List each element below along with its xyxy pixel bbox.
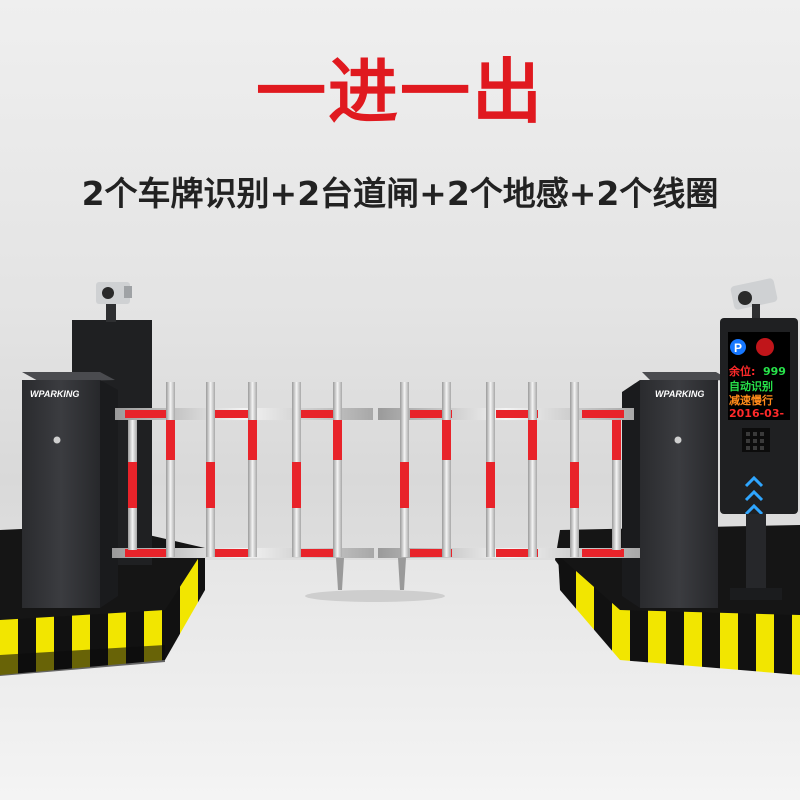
headline: 一进一出 (256, 51, 544, 133)
fan-icon (756, 338, 774, 356)
left-fence-arm (112, 382, 374, 590)
right-cabinet-brand: WPARKING (655, 389, 704, 399)
camera-icon (96, 282, 132, 304)
left-cabinet-brand: WPARKING (30, 389, 79, 399)
spaces-value: 999 (763, 365, 786, 378)
right-fence-arm (378, 382, 640, 590)
up-arrows-icon (744, 475, 764, 516)
display-line-date: 2016-03- (729, 407, 784, 420)
camera-icon (730, 278, 778, 320)
subtitle: 2个车牌识别+2台道闸+2个地感+2个线圈 (81, 174, 719, 213)
parking-symbol: P (734, 341, 742, 355)
right-barrier-cabinet (622, 372, 730, 608)
led-display: P 余位: 999 自动识别 减速慢行 2016-03- (728, 339, 786, 420)
display-line-recognition: 自动识别 (729, 379, 773, 393)
spaces-label: 余位: (728, 364, 755, 378)
display-line-slow-down: 减速慢行 (729, 393, 773, 407)
right-display-unit (720, 278, 798, 600)
parking-sign-icon (730, 339, 746, 355)
